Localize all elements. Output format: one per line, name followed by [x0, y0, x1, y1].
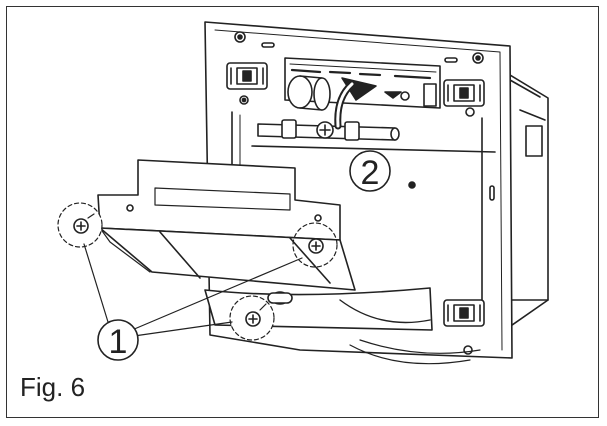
screw-middle	[292, 222, 338, 268]
screw-bottom	[229, 295, 275, 341]
clip-bottom-right	[443, 299, 485, 327]
clip-top-right	[443, 79, 485, 107]
callout-1-label: 1	[109, 323, 128, 361]
curved-arrow-icon	[334, 77, 377, 130]
screw-left	[57, 202, 103, 248]
callout-1-leaders	[83, 243, 303, 337]
figure-caption: Fig. 6	[20, 372, 86, 402]
callout-1-circle	[97, 319, 139, 361]
callout-2-circle	[349, 150, 391, 192]
front-bracket	[97, 159, 356, 291]
cross-bar	[251, 119, 496, 153]
clip-top-left	[226, 62, 268, 90]
housing-side-box	[504, 71, 549, 331]
callout-2-label: 2	[361, 154, 380, 192]
